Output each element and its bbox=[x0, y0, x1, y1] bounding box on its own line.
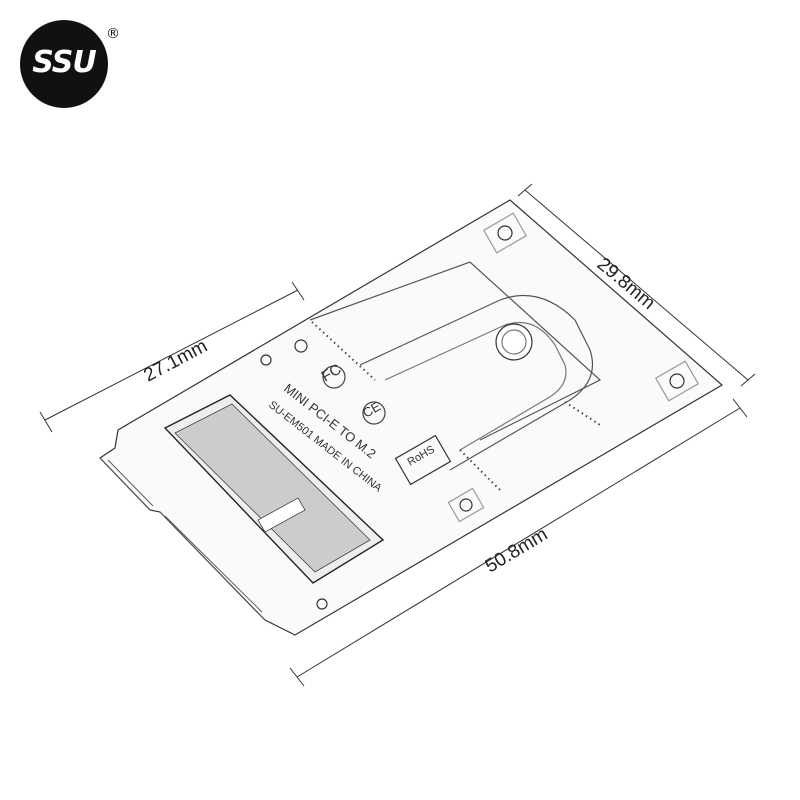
standoff-screw bbox=[495, 323, 533, 361]
retention-u-outer bbox=[359, 294, 594, 471]
mount-hole-bottom bbox=[316, 598, 328, 610]
mount-hole-mid bbox=[294, 339, 308, 353]
dim-line-50-8 bbox=[296, 407, 741, 678]
fcc-mark bbox=[322, 365, 346, 389]
dim-label-length: 50.8mm bbox=[482, 524, 552, 577]
mount-hole-left bbox=[260, 354, 272, 366]
ce-mark bbox=[362, 401, 386, 425]
rohs-box bbox=[394, 434, 452, 486]
dim-label-inner-width: 27.1mm bbox=[140, 336, 210, 387]
edge-connector bbox=[99, 457, 266, 621]
mount-hole-center bbox=[459, 498, 473, 512]
mount-hole-top bbox=[497, 225, 513, 241]
retention-slot bbox=[309, 261, 602, 441]
ssu-logo: SSU bbox=[20, 20, 108, 108]
registered-mark: ® bbox=[106, 26, 120, 42]
logo-text: SSU bbox=[32, 45, 97, 80]
mount-hole-right bbox=[669, 373, 685, 389]
pad-rows bbox=[311, 321, 601, 491]
dim-line-27-1 bbox=[44, 289, 299, 421]
retention-u-inner bbox=[384, 321, 567, 451]
dim-line-29-8 bbox=[524, 189, 749, 381]
